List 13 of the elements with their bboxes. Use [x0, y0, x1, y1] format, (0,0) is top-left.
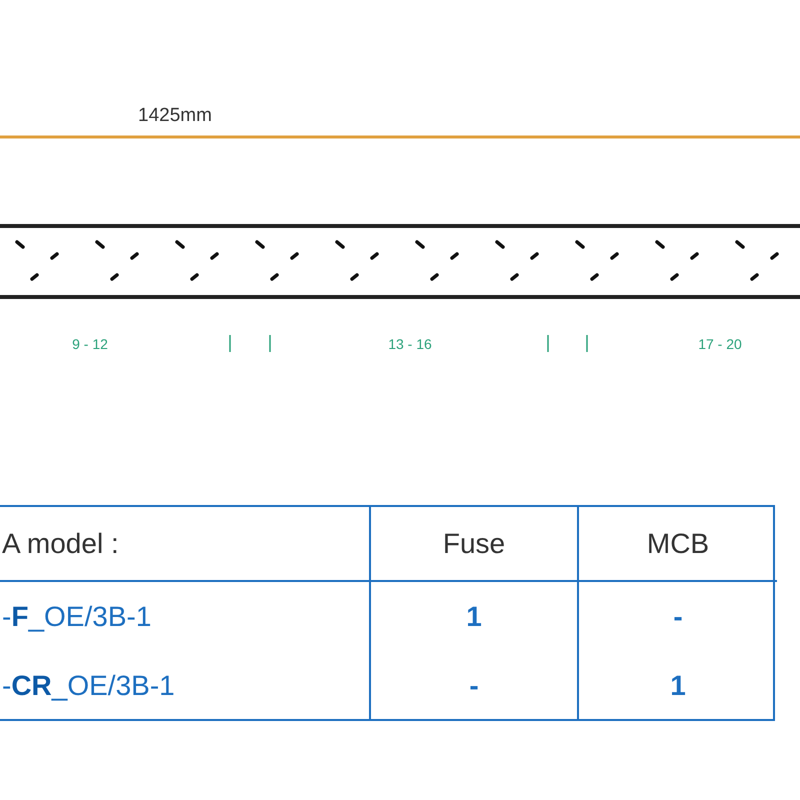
outlet-group-label: 9 - 12 [72, 336, 108, 352]
outlet-group-label: 13 - 16 [388, 336, 432, 352]
outlet-group-label: 17 - 20 [698, 336, 742, 352]
column-header: A model : [0, 507, 369, 582]
quantity-value: - [369, 652, 577, 719]
quantity-value: 1 [577, 652, 777, 719]
quantity-value: - [577, 582, 777, 652]
model-name: -CR_OE/3B-1 [1, 668, 176, 703]
column-header: MCB [577, 507, 777, 582]
dimension-label: 1425mm [138, 105, 212, 127]
model-name: -F_OE/3B-1 [1, 600, 152, 634]
quantity-value: 1 [369, 582, 577, 652]
column-header: Fuse [369, 507, 577, 582]
